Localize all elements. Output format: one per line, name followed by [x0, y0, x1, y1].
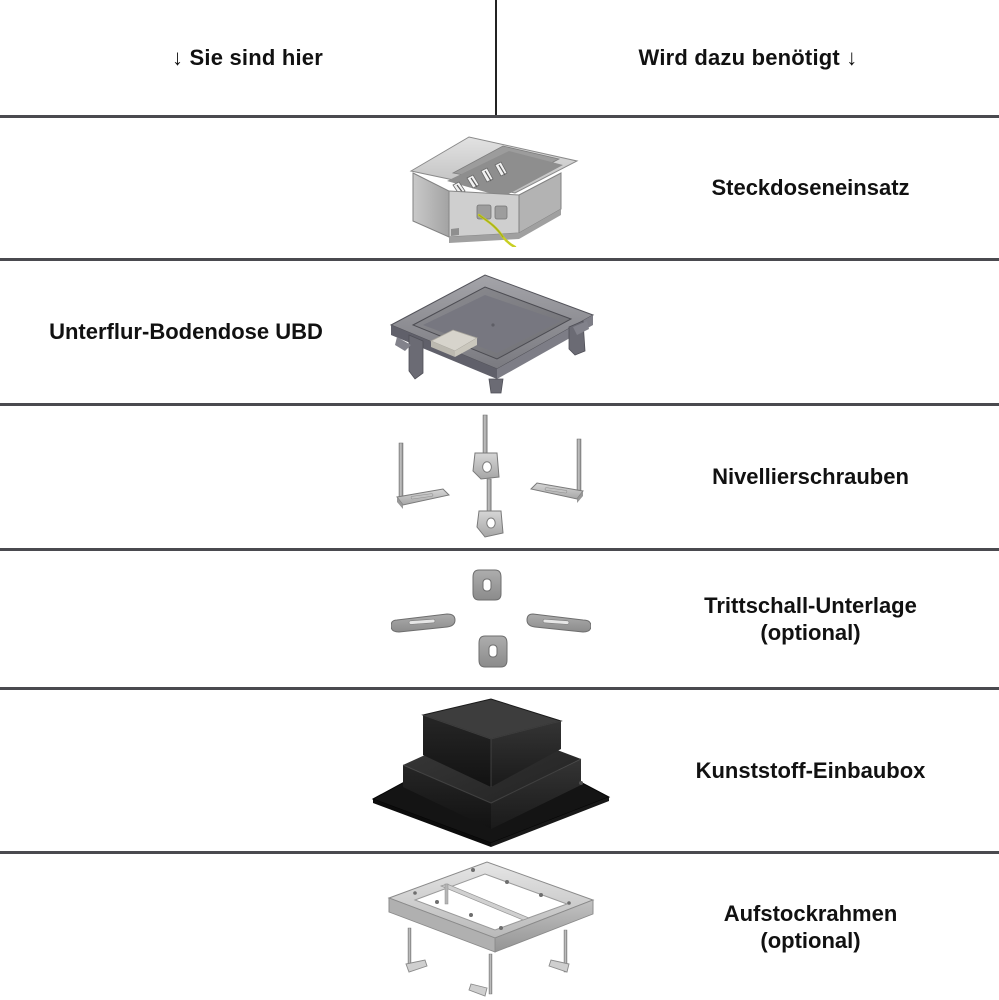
divider-5: [0, 851, 999, 854]
row-2-artwork: [360, 261, 622, 403]
table-row: Trittschall-Unterlage (optional): [0, 551, 999, 687]
row-2-right-cell: [622, 261, 999, 403]
divider-0: [0, 115, 999, 118]
row-6-artwork: [360, 854, 622, 1000]
plastic-mounting-box-icon: [371, 697, 611, 847]
impact-sound-pads-icon: [391, 569, 591, 668]
row-3-right-label: Nivellierschrauben: [712, 464, 909, 490]
divider-1: [0, 258, 999, 261]
table-row: Kunststoff-Einbaubox: [0, 690, 999, 851]
header-vertical-divider: [495, 0, 497, 115]
row-3-left-cell: [0, 406, 372, 548]
row-1-left-cell: [0, 118, 372, 258]
row-1-right-label: Steckdoseneinsatz: [711, 175, 910, 201]
table-header: ↓ Sie sind hier Wird dazu benötigt ↓: [0, 0, 999, 115]
table-row: Unterflur-Bodendose UBD: [0, 261, 999, 403]
row-1-right-cell: Steckdoseneinsatz: [622, 118, 999, 258]
header-label-required: Wird dazu benötigt ↓: [638, 44, 858, 70]
divider-3: [0, 548, 999, 551]
row-6-right-label: Aufstockrahmen (optional): [723, 900, 898, 954]
table-row: Nivellierschrauben: [0, 406, 999, 548]
divider-4: [0, 687, 999, 690]
header-cell-you-are-here: ↓ Sie sind hier: [0, 0, 495, 115]
divider-2: [0, 403, 999, 406]
row-6-left-cell: [0, 854, 372, 1000]
header-label-you-are-here: ↓ Sie sind hier: [172, 44, 323, 70]
row-2-left-cell: Unterflur-Bodendose UBD: [0, 261, 372, 403]
row-5-right-label: Kunststoff-Einbaubox: [695, 757, 926, 783]
socket-insert-box-icon: [409, 136, 579, 247]
row-3-right-cell: Nivellierschrauben: [622, 406, 999, 548]
row-5-artwork: [360, 690, 622, 851]
row-4-right-label: Trittschall-Unterlage (optional): [704, 592, 917, 646]
row-5-left-cell: [0, 690, 372, 851]
table-row: Steckdoseneinsatz: [0, 118, 999, 258]
extension-frame-icon: [387, 861, 595, 997]
row-4-right-cell: Trittschall-Unterlage (optional): [622, 551, 999, 687]
row-1-artwork: [360, 118, 622, 258]
row-4-artwork: [360, 551, 622, 687]
leveling-screws-icon: [396, 414, 584, 538]
row-3-artwork: [360, 406, 622, 548]
header-cell-required: Wird dazu benötigt ↓: [497, 0, 999, 115]
row-4-left-cell: [0, 551, 372, 687]
table-row: Aufstockrahmen (optional): [0, 854, 999, 1000]
row-5-right-cell: Kunststoff-Einbaubox: [622, 690, 999, 851]
underfloor-floor-box-icon: [389, 274, 595, 394]
row-2-left-label: Unterflur-Bodendose UBD: [49, 319, 323, 345]
row-6-right-cell: Aufstockrahmen (optional): [622, 854, 999, 1000]
